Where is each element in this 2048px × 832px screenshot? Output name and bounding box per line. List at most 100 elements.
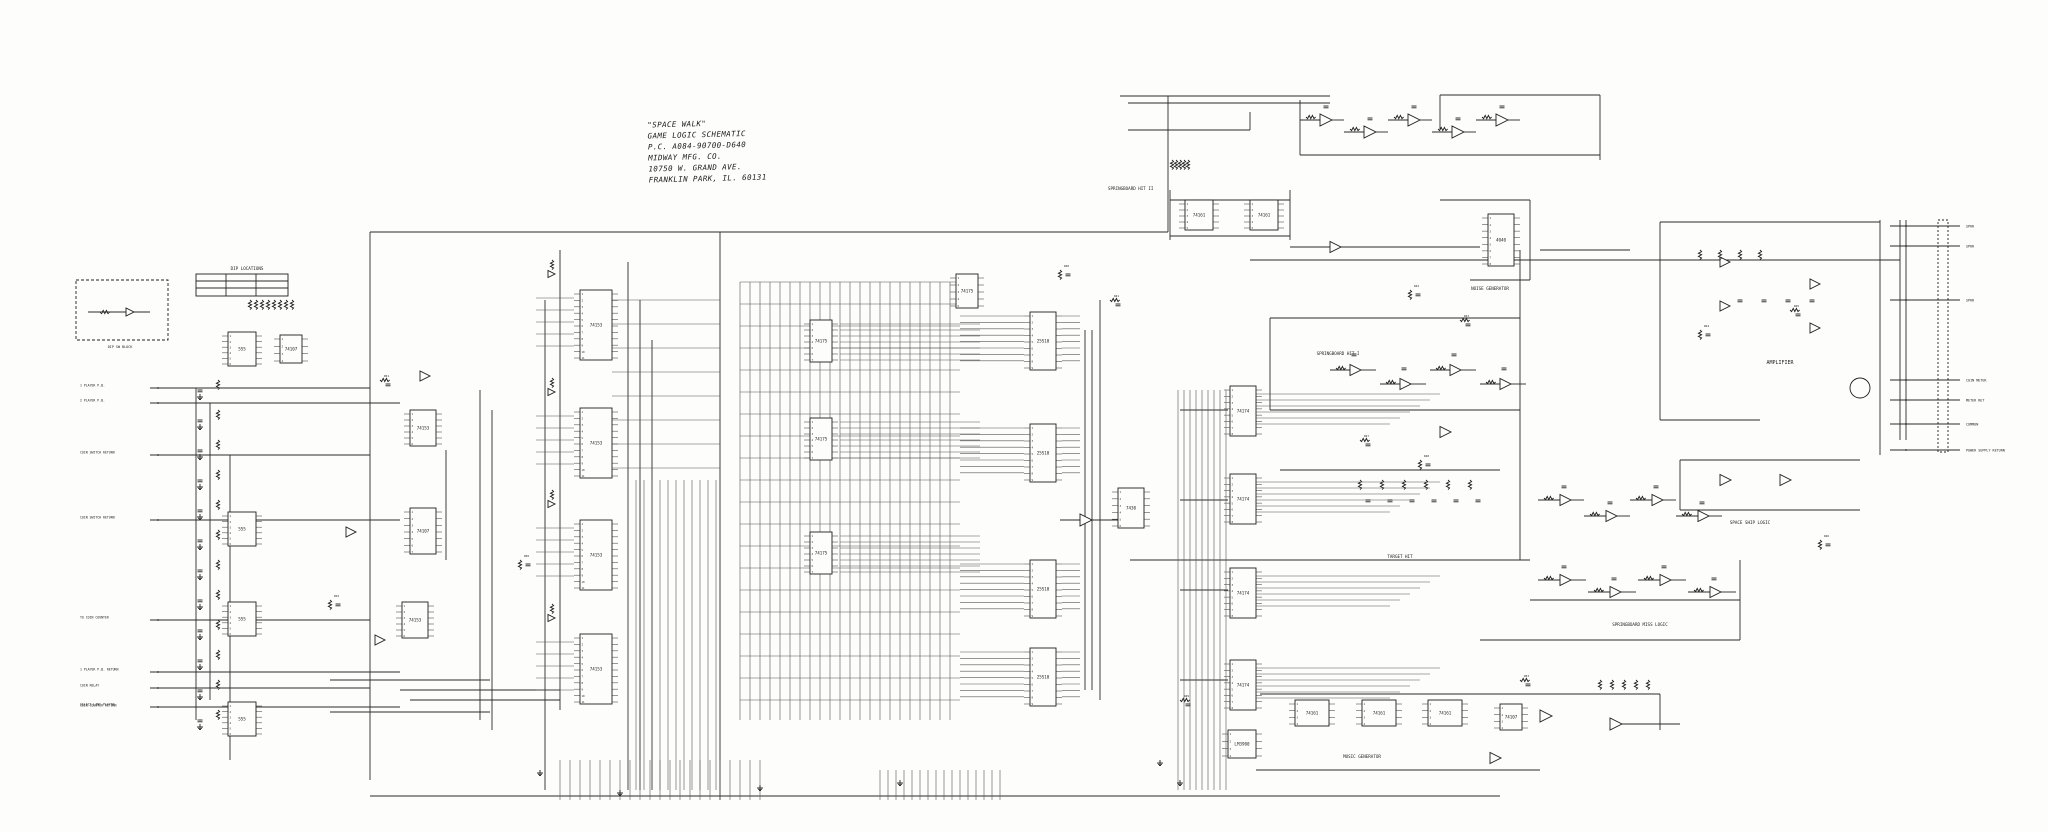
pin-number: 7	[812, 456, 814, 460]
pin-number: 3	[282, 352, 284, 356]
pin-number: 4	[582, 311, 584, 315]
ref-designator: R51	[384, 374, 389, 378]
pin-number: 4	[958, 297, 960, 301]
pin-number: 3	[230, 615, 232, 619]
pin-number: 4	[412, 430, 414, 434]
pin-number: 4	[1230, 754, 1232, 758]
pin-number: 5	[582, 662, 584, 666]
sound-op-amp-2	[1407, 113, 1422, 127]
pin-number: 8	[1232, 432, 1234, 436]
pin-number: 7	[1232, 514, 1234, 518]
resistor	[1589, 511, 1600, 517]
hit1-op-amp-0	[1349, 363, 1363, 377]
pin-number: 1	[230, 334, 232, 338]
chip-74174-2-label: 74174	[1237, 591, 1250, 596]
pullup-resistor	[259, 299, 265, 310]
pin-number: 3	[582, 649, 584, 653]
bias-resistor	[215, 439, 221, 450]
mux-pullup	[549, 603, 555, 614]
fine-wire-layer	[222, 203, 1528, 800]
resistor	[327, 599, 333, 610]
pin-number: 9	[582, 343, 584, 347]
pin-number: 7	[412, 550, 414, 554]
pin-number: 10	[582, 350, 586, 354]
pin-number: 8	[1490, 262, 1492, 266]
pin-number: 1	[1032, 650, 1034, 654]
dip-resistor	[99, 309, 110, 315]
pin-number: 7	[812, 358, 814, 362]
chip-74107-left-label: 74107	[417, 529, 430, 534]
pin-number: 5	[1032, 340, 1034, 344]
mux-input-buffer	[547, 269, 557, 279]
chip-25s10-3-label: 25S10	[1037, 675, 1050, 680]
chip-25s10-2	[1029, 559, 1057, 619]
hit1-op-amp-3	[1499, 377, 1513, 391]
bias-resistor	[215, 379, 221, 390]
pin-number: 3	[1364, 716, 1366, 720]
pin-number: 1	[282, 337, 284, 341]
pin-number: 3	[812, 334, 814, 338]
pullup-resistor	[289, 299, 295, 310]
resistor	[1543, 575, 1554, 581]
pin-number: 4	[1032, 582, 1034, 586]
bias-resistor	[215, 709, 221, 720]
noise-op-amp	[1329, 240, 1343, 254]
pin-number: 2	[1232, 576, 1234, 580]
music-op-amp-b	[1609, 717, 1624, 731]
buffer-mid-left	[345, 526, 358, 538]
pin-number: 6	[582, 668, 584, 672]
chip-74175-2-label: 74175	[815, 551, 828, 556]
chip-25s10-1-label: 25S10	[1037, 451, 1050, 456]
hit1-op-amp-1	[1399, 377, 1413, 391]
coin-meter-symbol	[1849, 377, 1871, 399]
pin-number: 3	[1032, 327, 1034, 331]
right-connector-label-5: COMMON	[1966, 423, 1978, 427]
right-connector-label-2: SPKR	[1966, 299, 1975, 303]
chip-74161-a-label: 74161	[1193, 213, 1206, 218]
mux-input-buffer	[547, 499, 557, 509]
pin-number: 10	[582, 468, 586, 472]
component-layer	[75, 105, 1949, 796]
ship-amp-b	[1779, 473, 1793, 487]
pin-number: 6	[1032, 459, 1034, 463]
pin-number: 4	[1032, 334, 1034, 338]
chip-74107-b-label: 74107	[1505, 715, 1518, 720]
right-connector-label-3: COIN METER	[1966, 379, 1987, 383]
resistor	[1737, 249, 1743, 260]
pin-number: 1	[230, 514, 232, 518]
pin-number: 4	[1120, 511, 1122, 515]
pin-number: 3	[1187, 214, 1189, 218]
pin-number: 1	[1032, 426, 1034, 430]
right-connector-label-4: METER RET	[1966, 399, 1984, 403]
pin-number: 5	[230, 357, 232, 361]
pin-number: 8	[1032, 472, 1034, 476]
chip-74107-left	[409, 507, 437, 555]
junction	[1905, 299, 1907, 301]
pin-number: 5	[812, 444, 814, 448]
pin-number: 8	[582, 337, 584, 341]
pin-number: 2	[404, 610, 406, 614]
pin-number: 7	[582, 331, 584, 335]
pin-number: 6	[582, 442, 584, 446]
pin-number: 11	[582, 356, 586, 360]
pin-number: 2	[1120, 497, 1122, 501]
pin-number: 4	[812, 340, 814, 344]
junction	[157, 519, 159, 521]
springboard-hit-1-label: SPRINGBOARD HIT I	[1317, 351, 1360, 356]
chip-74175-2	[809, 531, 833, 575]
pin-number: 2	[1364, 709, 1366, 713]
pin-number: 6	[812, 564, 814, 568]
pin-number: 1	[1232, 662, 1234, 666]
mux-pullup	[549, 489, 555, 500]
pin-number: 7	[1232, 426, 1234, 430]
chip-74153-left	[409, 409, 437, 447]
pin-number: 7	[812, 570, 814, 574]
bias-resistor	[215, 649, 221, 660]
ref-designator: R41	[1114, 294, 1119, 298]
pin-number: 3	[1502, 720, 1504, 724]
right-connector-label-1: SPKR	[1966, 245, 1975, 249]
chip-555-b-label: 555	[238, 527, 246, 532]
pin-number: 4	[1187, 220, 1189, 224]
pin-number: 1	[404, 604, 406, 608]
chip-noise-4040	[1487, 213, 1515, 267]
